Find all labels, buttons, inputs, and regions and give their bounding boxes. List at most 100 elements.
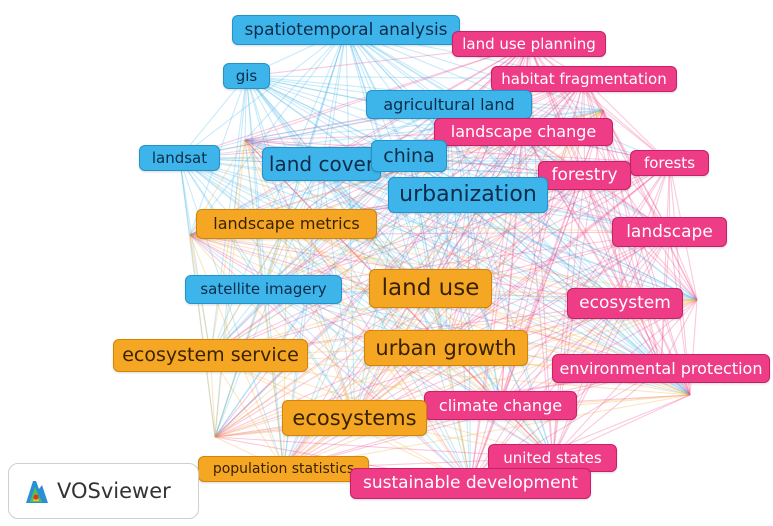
node-spatiotemporal-analysis[interactable]: spatiotemporal analysis	[232, 15, 460, 45]
link-line	[189, 29, 347, 236]
node-forestry[interactable]: forestry	[538, 161, 631, 190]
link-line	[583, 78, 626, 304]
vosviewer-logo-text: VOSviewer	[57, 479, 171, 503]
link-line	[244, 139, 691, 396]
link-line	[445, 131, 525, 349]
node-urban-growth[interactable]: urban growth	[364, 330, 528, 366]
link-line	[244, 139, 471, 484]
link-line	[469, 175, 586, 484]
link-line	[246, 75, 585, 177]
link-line	[523, 131, 698, 301]
link-line	[246, 75, 670, 233]
link-line	[246, 75, 431, 289]
link-line	[448, 104, 662, 369]
link-line	[244, 139, 285, 470]
link-line	[430, 288, 553, 459]
link-line	[210, 109, 604, 356]
link-line	[214, 288, 431, 438]
link-line	[282, 29, 347, 470]
link-line	[189, 234, 355, 419]
link-line	[354, 231, 670, 419]
link-line	[246, 75, 691, 396]
node-landscape[interactable]: landscape	[612, 217, 727, 247]
link-line	[286, 223, 447, 349]
node-ecosystem[interactable]: ecosystem	[567, 288, 683, 319]
link-line	[500, 162, 670, 406]
link-line	[285, 29, 347, 225]
link-line	[321, 163, 626, 304]
link-line	[210, 131, 524, 356]
link-line	[179, 43, 530, 159]
node-landsat[interactable]: landsat	[139, 145, 220, 171]
node-population-statistics[interactable]: population statistics	[198, 456, 369, 482]
link-line	[210, 155, 410, 356]
node-landscape-metrics[interactable]: landscape metrics	[196, 209, 377, 239]
link-line	[528, 43, 670, 164]
link-line	[179, 157, 447, 349]
link-line	[528, 43, 554, 459]
link-line	[179, 157, 698, 301]
node-china[interactable]: china	[371, 140, 447, 172]
link-line	[320, 29, 347, 165]
node-climate-change[interactable]: climate change	[424, 391, 577, 420]
link-line	[263, 289, 471, 484]
link-line	[583, 78, 670, 233]
link-line	[552, 368, 662, 459]
node-land-cover[interactable]: land cover	[262, 147, 381, 181]
node-land-use-planning[interactable]: land use planning	[452, 31, 606, 57]
link-line	[321, 163, 447, 349]
link-line	[209, 139, 246, 356]
link-line	[528, 43, 691, 396]
link-line	[445, 109, 604, 349]
link-line	[179, 75, 247, 159]
link-line	[189, 234, 216, 438]
link-line	[345, 29, 626, 304]
link-line	[210, 163, 322, 356]
link-line	[445, 231, 670, 349]
link-line	[345, 29, 698, 301]
node-landscape-change[interactable]: landscape change	[434, 118, 613, 146]
node-sustainable-development[interactable]: sustainable development	[350, 468, 591, 499]
node-land-use[interactable]: land use	[369, 269, 492, 308]
node-ecosystem-service[interactable]: ecosystem service	[113, 339, 308, 372]
link-line	[283, 303, 626, 470]
link-line	[499, 175, 586, 406]
link-line	[602, 109, 691, 396]
node-united-states[interactable]: united states	[488, 444, 617, 472]
vosviewer-logo: VOSviewer	[8, 463, 199, 519]
link-line	[583, 78, 698, 301]
link-line	[246, 75, 469, 196]
link-line	[583, 175, 662, 369]
node-satellite-imagery[interactable]: satellite imagery	[185, 275, 342, 304]
link-line	[179, 29, 347, 159]
node-habitat-fragmentation[interactable]: habitat fragmentation	[491, 66, 677, 92]
link-line	[244, 29, 347, 141]
link-line	[467, 194, 626, 304]
link-line	[660, 162, 671, 369]
node-urbanization[interactable]: urbanization	[388, 177, 548, 213]
link-line	[602, 109, 698, 301]
link-line	[246, 75, 662, 369]
link-line	[445, 162, 670, 349]
link-line	[445, 175, 585, 349]
link-line	[214, 194, 469, 438]
link-line	[245, 75, 356, 419]
link-line	[523, 131, 626, 304]
node-ecosystems[interactable]: ecosystems	[282, 400, 427, 436]
link-line	[178, 157, 212, 356]
node-agricultural-land[interactable]: agricultural land	[366, 90, 532, 119]
link-line	[583, 175, 626, 304]
link-line	[214, 75, 248, 438]
node-environmental-protection[interactable]: environmental protection	[552, 354, 770, 383]
link-line	[262, 289, 285, 470]
link-line	[286, 223, 501, 406]
link-line	[354, 162, 670, 419]
link-line	[583, 78, 670, 164]
node-gis[interactable]: gis	[223, 63, 270, 89]
node-forests[interactable]: forests	[630, 150, 709, 176]
link-line	[263, 289, 553, 459]
link-line	[552, 231, 670, 459]
link-line	[283, 288, 431, 470]
link-line	[214, 223, 288, 438]
link-line	[189, 43, 530, 236]
